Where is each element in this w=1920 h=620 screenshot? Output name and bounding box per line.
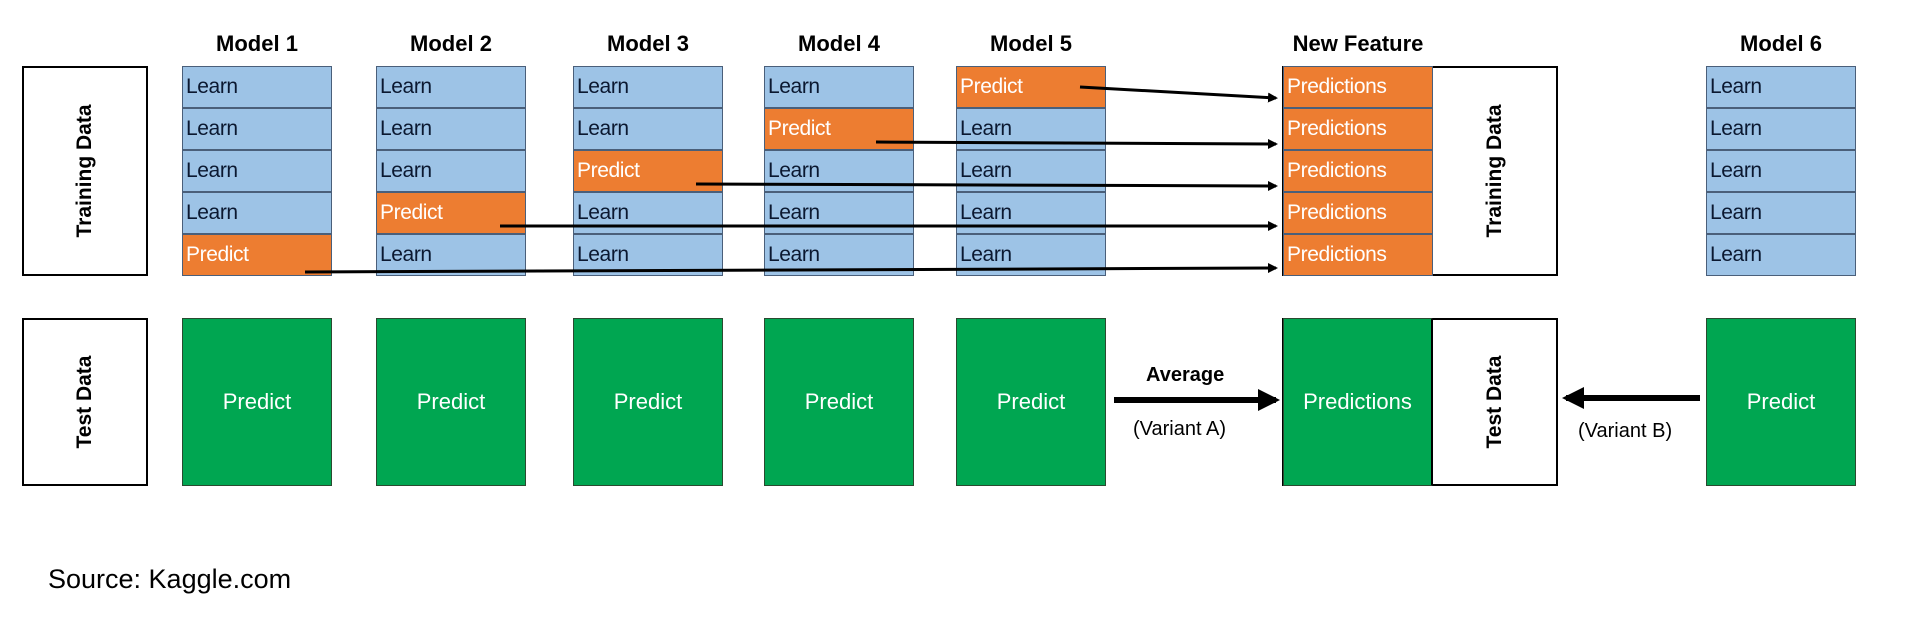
model-5-title: Model 5: [990, 31, 1072, 56]
new-feature-title: New Feature: [1292, 31, 1424, 56]
source-caption: Source: Kaggle.com: [48, 564, 292, 594]
model-6-title: Model 6: [1740, 31, 1822, 56]
model-4-test-predict: Predict: [764, 318, 914, 486]
fold-cell: Learn: [1706, 108, 1856, 150]
fold-cell: Learn: [1706, 234, 1856, 276]
prediction-cell: Predictions: [1283, 66, 1433, 108]
fold-cell: Learn: [182, 192, 332, 234]
prediction-cell: Predictions: [1283, 234, 1433, 276]
fold-cell: Learn: [376, 66, 526, 108]
model-3-title: Model 3: [607, 31, 689, 56]
model-1-title: Model 1: [216, 31, 298, 56]
model-6-training-column: Learn Learn Learn Learn Learn: [1706, 66, 1856, 276]
prediction-cell: Predictions: [1283, 108, 1433, 150]
fold-cell: Learn: [1706, 192, 1856, 234]
model-6-test-predict: Predict: [1706, 318, 1856, 486]
training-data-label-box: Training Data: [22, 66, 148, 276]
fold-cell: Learn: [764, 66, 914, 108]
arrow-fold-2: [875, 138, 1278, 149]
fold-cell: Learn: [1706, 150, 1856, 192]
model-5-test-predict: Predict: [956, 318, 1106, 486]
fold-cell: Learn: [1706, 66, 1856, 108]
fold-cell: Learn: [376, 108, 526, 150]
fold-cell: Learn: [182, 150, 332, 192]
test-data-label-box: Test Data: [22, 318, 148, 486]
fold-cell: Learn: [182, 66, 332, 108]
fold-cell: Learn: [376, 234, 526, 276]
model-2-title: Model 2: [410, 31, 492, 56]
fold-cell: Learn: [573, 66, 723, 108]
arrow-fold-1: [1079, 85, 1278, 103]
fold-cell: Learn: [376, 150, 526, 192]
prediction-cell: Predictions: [1283, 192, 1433, 234]
fold-cell: Predict: [182, 234, 332, 276]
fold-cell: Learn: [764, 234, 914, 276]
model-1-training-column: Learn Learn Learn Learn Predict: [182, 66, 332, 276]
model-4-title: Model 4: [798, 31, 880, 56]
fold-cell: Learn: [573, 108, 723, 150]
model-1-test-predict: Predict: [182, 318, 332, 486]
model-2-training-column: Learn Learn Learn Predict Learn: [376, 66, 526, 276]
fold-cell: Learn: [573, 234, 723, 276]
arrow-fold-5: [304, 263, 1278, 274]
fold-cell: Learn: [182, 108, 332, 150]
variant-a-label: (Variant A): [1133, 418, 1226, 440]
new-feature-test-predictions: Predictions: [1283, 318, 1433, 486]
arrow-fold-3: [695, 180, 1278, 191]
average-label: Average: [1146, 364, 1225, 386]
prediction-cell: Predictions: [1283, 150, 1433, 192]
model-3-test-predict: Predict: [573, 318, 723, 486]
fold-cell: Predict: [376, 192, 526, 234]
new-feature-training-column: Predictions Predictions Predictions Pred…: [1283, 66, 1433, 276]
variant-b-label: (Variant B): [1578, 420, 1673, 442]
model-2-test-predict: Predict: [376, 318, 526, 486]
